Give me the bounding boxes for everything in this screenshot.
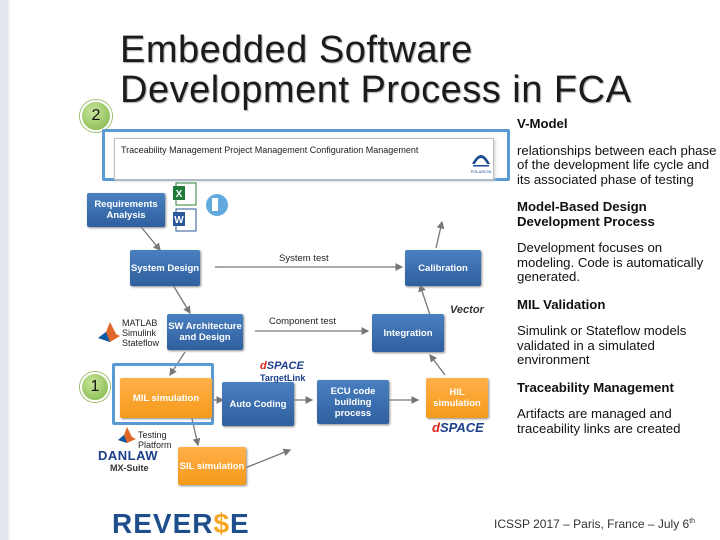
mil-highlight-frame (112, 363, 214, 425)
footer-sup: th (689, 518, 696, 525)
mbd-heading: Model-Based Design Development Process (517, 199, 655, 229)
matlab-logo-icon-2 (118, 427, 136, 443)
slide-title: Embedded Software Development Process in… (120, 30, 631, 110)
dspace-d-2: d (432, 420, 440, 435)
left-decoration-bar-inner (8, 0, 10, 540)
system-design-box: System Design (130, 250, 200, 286)
svg-text:X: X (176, 189, 183, 200)
slide-title-line1: Embedded Software (120, 29, 473, 71)
right-column: V-Model relationships between each phase… (517, 116, 717, 436)
targetlink-label: TargetLink (260, 373, 306, 383)
traceability-heading: Traceability Management (517, 379, 674, 395)
mx-suite-label: MX-Suite (110, 463, 149, 473)
reverse-logo-post: E (230, 508, 250, 539)
left-decoration-bar (0, 0, 8, 540)
dspace-name: SPACE (266, 360, 304, 372)
reverse-logo: REVER$E (112, 508, 250, 540)
traceability-text: Artifacts are managed and traceability l… (517, 406, 681, 436)
component-test-label: Component test (269, 316, 337, 327)
danlaw-logo: DANLAW (98, 448, 159, 463)
matlab-label: MATLAB Simulink Stateflow (122, 318, 160, 348)
mil-heading: MIL Validation (517, 296, 606, 312)
sil-simulation-box: SIL simulation (178, 447, 246, 485)
dspace-d: d (260, 360, 267, 372)
vmodel-text: relationships between each phase of the … (517, 142, 717, 187)
matlab-logo-icon (98, 322, 120, 342)
excel-icon: X (173, 182, 197, 206)
dspace-logo: dSPACE (432, 420, 484, 435)
office-file-icons: X W (173, 182, 228, 232)
reverse-logo-pre: REVER (112, 508, 214, 539)
step-number-badge: 1 (80, 372, 110, 402)
auto-coding-box: Auto Coding (222, 382, 294, 426)
sw-architecture-box: SW Architecture and Design (167, 314, 243, 350)
calibration-box: Calibration (405, 250, 481, 286)
traceability-tool-bar: Traceability Management Project Manageme… (114, 138, 494, 180)
onenote-icon (206, 194, 228, 216)
reverse-logo-dollar: $ (213, 508, 231, 539)
integration-box: Integration (372, 314, 444, 352)
footer-main: ICSSP 2017 – Paris, France – July 6 (494, 517, 690, 531)
mil-text: Simulink or Stateflow models validated i… (517, 323, 687, 367)
hil-simulation-box: HIL simulation (426, 378, 488, 418)
testing-platform-label: Testing Platform (138, 430, 172, 450)
svg-text:W: W (174, 215, 184, 226)
slide-number-badge: 2 (80, 100, 112, 132)
footer-text: ICSSP 2017 – Paris, France – July 6th (494, 517, 695, 531)
dspace-targetlink-logo: dSPACE TargetLink (260, 360, 305, 384)
vector-logo: Vector (450, 304, 484, 316)
word-icon: W (173, 208, 197, 232)
polarion-label: POLARION (471, 169, 492, 174)
polarion-logo-icon: POLARION (469, 142, 493, 176)
dspace-name-2: SPACE (439, 420, 484, 435)
vmodel-heading: V-Model (517, 116, 568, 131)
system-test-label: System test (279, 253, 329, 264)
mil-simulation-box: MIL simulation (120, 378, 212, 418)
traceability-tool-text: Traceability Management Project Manageme… (121, 145, 419, 155)
ecu-code-box: ECU code building process (317, 380, 389, 424)
requirements-analysis-box: Requirements Analysis (87, 193, 165, 227)
slide-title-line2: Development Process in FCA (120, 69, 632, 111)
mbd-text: Development focuses on modeling. Code is… (517, 240, 704, 284)
